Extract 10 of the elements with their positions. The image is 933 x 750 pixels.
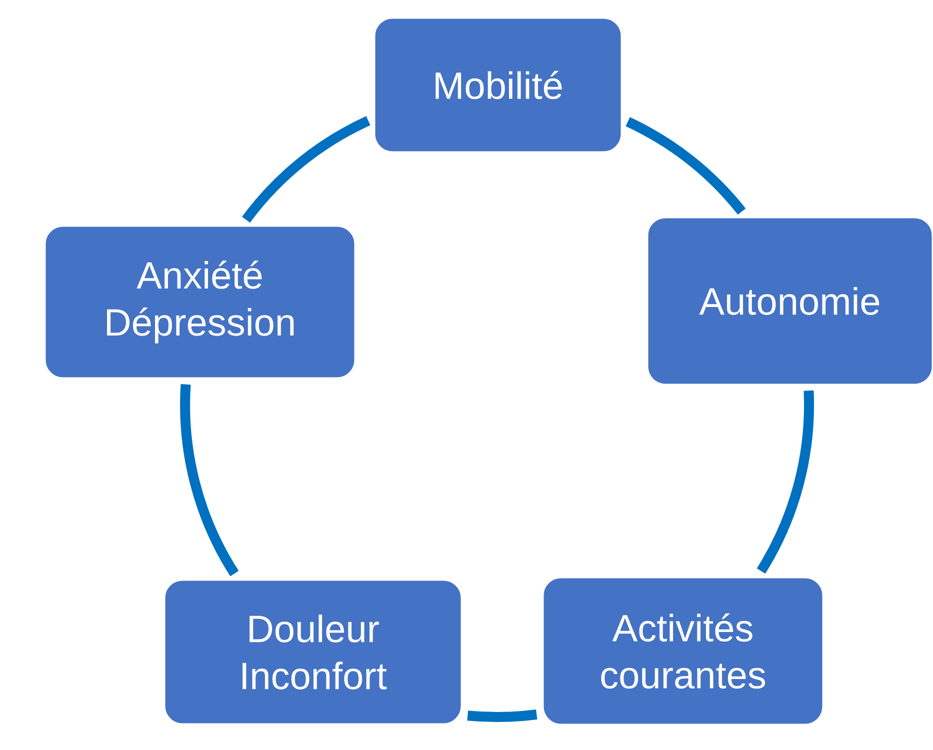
connector-arc xyxy=(180,384,239,576)
process-box: Mobilité xyxy=(374,17,622,153)
process-box: Activités courantes xyxy=(542,576,824,726)
process-box: Autonomie xyxy=(646,216,933,386)
process-box: Douleur Inconfort xyxy=(164,579,462,725)
connector-arc xyxy=(242,116,370,223)
process-box: Anxiété Dépression xyxy=(44,225,356,379)
connector-arc xyxy=(626,117,746,215)
connector-arc xyxy=(756,390,814,574)
connector-arc xyxy=(467,710,538,722)
